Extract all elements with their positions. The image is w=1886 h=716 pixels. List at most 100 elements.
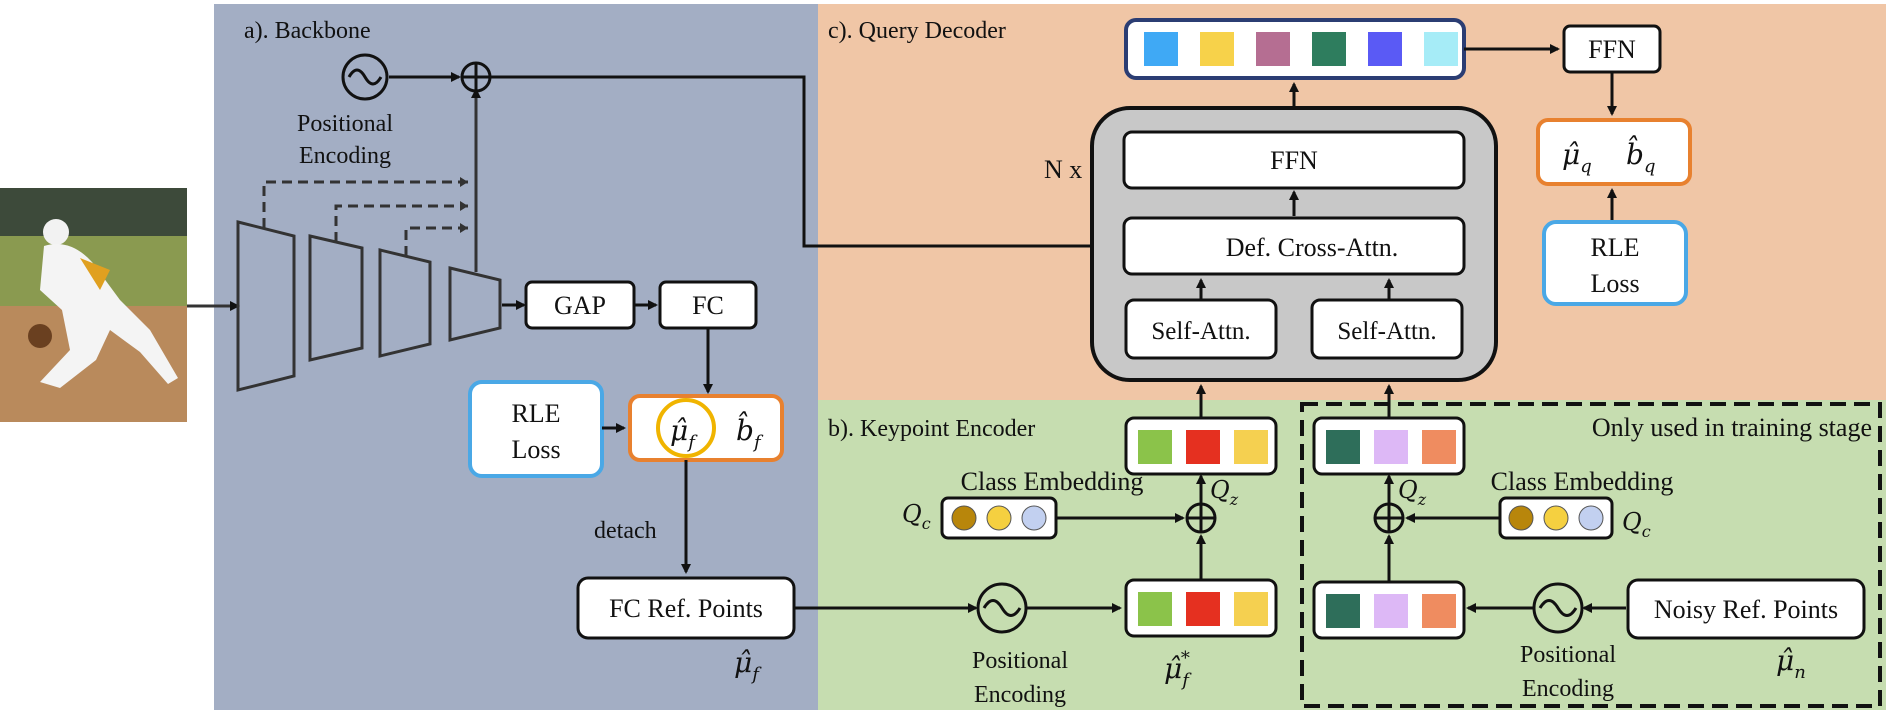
class-dot-left-2	[986, 505, 1012, 531]
fc-query-token-1	[1138, 430, 1172, 464]
rle-loss-box-decoder	[1542, 220, 1688, 306]
def-cross-attn-box	[1122, 216, 1466, 276]
mu-q-symbol: μ̂	[1562, 138, 1580, 171]
add-node-backbone	[460, 61, 492, 93]
output-token-5	[1368, 32, 1402, 66]
mu-q-sub: q	[1580, 156, 1592, 177]
fc-query-token-2	[1186, 430, 1220, 464]
output-token-3	[1256, 32, 1290, 66]
qz-sub-right: z	[1417, 490, 1427, 509]
class-dot-right-3	[1578, 505, 1604, 531]
n-times-label: N x	[1044, 155, 1082, 184]
backbone-stage-3	[378, 248, 432, 358]
mu-n-sub: n	[1794, 662, 1806, 683]
qc-symbol-right: Q	[1622, 508, 1642, 536]
qz-symbol-right: Q	[1398, 476, 1418, 504]
pe-tokens	[1138, 592, 1268, 626]
training-only-label: Only used in training stage	[1592, 413, 1872, 442]
mu-f-under-ref: μ̂	[734, 646, 752, 679]
noisy-pe-token-3	[1422, 594, 1456, 628]
output-tokens	[1144, 32, 1458, 66]
add-node-encoder-right	[1373, 502, 1405, 534]
svg-text:Qc: Qc	[1622, 508, 1651, 541]
class-dot-right-2	[1543, 505, 1569, 531]
self-attn-label-left: Self-Attn.	[1151, 318, 1250, 345]
b-q-sub: q	[1644, 156, 1656, 177]
svg-text:Qz: Qz	[1210, 476, 1239, 509]
encoder-pe-label-1: Positional	[972, 648, 1068, 674]
pe-token-2	[1186, 592, 1220, 626]
qc-sub-right: c	[1642, 522, 1651, 541]
svg-text:Qc: Qc	[902, 500, 931, 533]
noisy-query-token-2	[1374, 430, 1408, 464]
backbone-stage-4	[448, 266, 502, 342]
mu-f-star-sup: *	[1181, 648, 1190, 669]
training-only-region	[1300, 402, 1882, 708]
noisy-query-tokens	[1326, 430, 1456, 464]
mu-f-star-symbol: μ̂	[1164, 652, 1182, 685]
qc-sub-left: c	[922, 514, 931, 533]
gap-label: GAP	[554, 291, 606, 320]
noisy-ref-points-box	[1626, 578, 1866, 640]
output-token-6	[1424, 32, 1458, 66]
mu-n-symbol: μ̂	[1776, 644, 1794, 677]
qz-sub-left: z	[1229, 490, 1239, 509]
keypoint-encoder-title: b). Keypoint Encoder	[828, 416, 1035, 442]
rle-loss-backbone-line-1: RLE	[511, 399, 560, 428]
fc-ref-points-label: FC Ref. Points	[609, 594, 763, 623]
pe-token-1	[1138, 592, 1172, 626]
class-dot-left-3	[1021, 505, 1047, 531]
svg-text:b̂q: b̂q	[1626, 136, 1655, 177]
output-token-1	[1144, 32, 1178, 66]
ffn-label-decoder: FFN	[1270, 146, 1318, 175]
backbone-pe-label-1: Positional	[297, 111, 393, 137]
positional-encoding-icon	[341, 53, 389, 101]
self-attn-label-right: Self-Attn.	[1337, 318, 1436, 345]
noisy-query-token-3	[1422, 430, 1456, 464]
mu-b-f-box	[628, 394, 784, 462]
pe-token-3	[1234, 592, 1268, 626]
fc-query-tokens	[1138, 430, 1268, 464]
mu-b-q-box	[1536, 118, 1692, 186]
rle-loss-backbone-line-2: Loss	[511, 435, 560, 464]
qc-symbol-left: Q	[902, 500, 922, 528]
noisy-query-token-1	[1326, 430, 1360, 464]
noisy-pe-label-1: Positional	[1520, 642, 1616, 668]
rle-loss-decoder-line-1: RLE	[1590, 233, 1639, 262]
backbone-stage-2	[308, 234, 364, 362]
b-f-symbol: b̂	[736, 412, 754, 447]
fc-query-token-3	[1234, 430, 1268, 464]
noisy-ref-points-label: Noisy Ref. Points	[1654, 595, 1838, 624]
class-embedding-label-right: Class Embedding	[1491, 467, 1674, 496]
output-token-4	[1312, 32, 1346, 66]
noisy-pe-label-2: Encoding	[1522, 676, 1614, 702]
noisy-pe-token-2	[1374, 594, 1408, 628]
rle-loss-decoder-line-2: Loss	[1590, 269, 1639, 298]
backbone-title: a). Backbone	[244, 18, 371, 44]
class-dot-left-1	[951, 505, 977, 531]
svg-text:μ̂n: μ̂n	[1776, 644, 1806, 683]
class-dots-right	[1508, 505, 1604, 531]
ffn-label-output: FFN	[1588, 35, 1636, 64]
b-q-symbol: b̂	[1626, 136, 1644, 171]
svg-text:μ̂q: μ̂q	[1562, 138, 1592, 177]
ffn-box-decoder	[1122, 130, 1466, 190]
encoder-pe-label-2: Encoding	[974, 682, 1066, 708]
mu-f-highlight-ring	[656, 398, 716, 458]
class-embedding-label-left: Class Embedding	[961, 467, 1144, 496]
self-attn-box-right	[1310, 298, 1464, 360]
mu-f-symbol: μ̂	[670, 414, 688, 447]
backbone-pe-label-2: Encoding	[299, 143, 391, 169]
svg-text:Qz: Qz	[1398, 476, 1427, 509]
output-token-2	[1200, 32, 1234, 66]
noisy-pe-tokens	[1326, 594, 1456, 628]
detach-label: detach	[594, 518, 657, 544]
class-dots-left	[951, 505, 1047, 531]
fc-label: FC	[692, 291, 724, 320]
add-node-encoder-left	[1185, 502, 1217, 534]
svg-text:μ̂f*: μ̂f*	[1164, 648, 1192, 691]
input-image	[0, 188, 187, 422]
def-cross-attn-label: Def. Cross-Attn.	[1226, 233, 1399, 262]
qz-symbol-left: Q	[1210, 476, 1230, 504]
